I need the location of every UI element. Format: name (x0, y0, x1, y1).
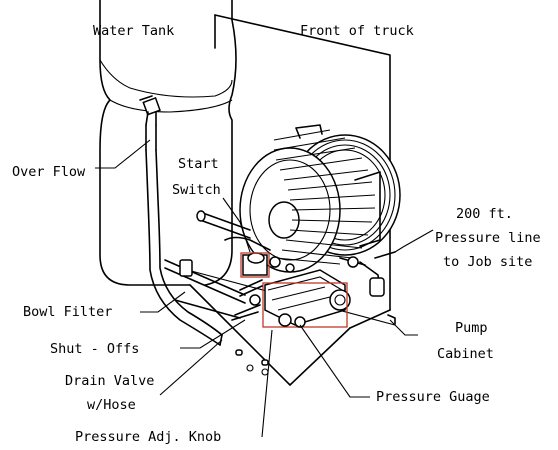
start-switch (196, 210, 271, 278)
start-switch-leader (222, 197, 251, 253)
labels: Water Tank Front of truck Over Flow Star… (12, 23, 541, 445)
pressure-guage-leader (299, 324, 370, 398)
label-pressure-line-3: to Job site (443, 254, 532, 270)
shut-offs-leader (180, 319, 246, 349)
leader-lines (95, 139, 434, 438)
label-water-tank: Water Tank (93, 23, 174, 39)
label-pump-cabinet-1: Pump (455, 320, 488, 336)
drain-valve-leader (159, 339, 223, 396)
overflow-leader (95, 139, 151, 169)
label-shut-offs: Shut - Offs (50, 341, 139, 357)
label-over-flow: Over Flow (12, 164, 86, 180)
label-bowl-filter: Bowl Filter (23, 304, 112, 320)
overflow-pipe (139, 95, 223, 346)
label-pump-cabinet-2: Cabinet (437, 346, 494, 362)
label-drain-valve-2: w/Hose (87, 397, 136, 413)
bowl-filter-leader (140, 291, 186, 313)
pump-body (231, 256, 351, 328)
pressure-line-fitting (235, 251, 396, 376)
pressure-line-leader (394, 229, 434, 253)
label-drain-valve-1: Drain Valve (65, 373, 154, 389)
label-pressure-adj-knob: Pressure Adj. Knob (75, 429, 221, 445)
pressure-adj-knob-leader (261, 329, 273, 438)
label-pressure-guage: Pressure Guage (376, 389, 490, 405)
label-pressure-line-1: 200 ft. (456, 206, 513, 222)
pump-cabinet-leader (389, 319, 418, 336)
hose-reel (239, 124, 401, 273)
water-tank (99, 0, 237, 286)
bowl-filter (164, 259, 246, 319)
label-pressure-line-2: Pressure line (435, 230, 541, 246)
label-start-switch-2: Switch (172, 182, 221, 198)
label-front-of-truck: Front of truck (300, 23, 414, 39)
label-start-switch-1: Start (178, 156, 219, 172)
